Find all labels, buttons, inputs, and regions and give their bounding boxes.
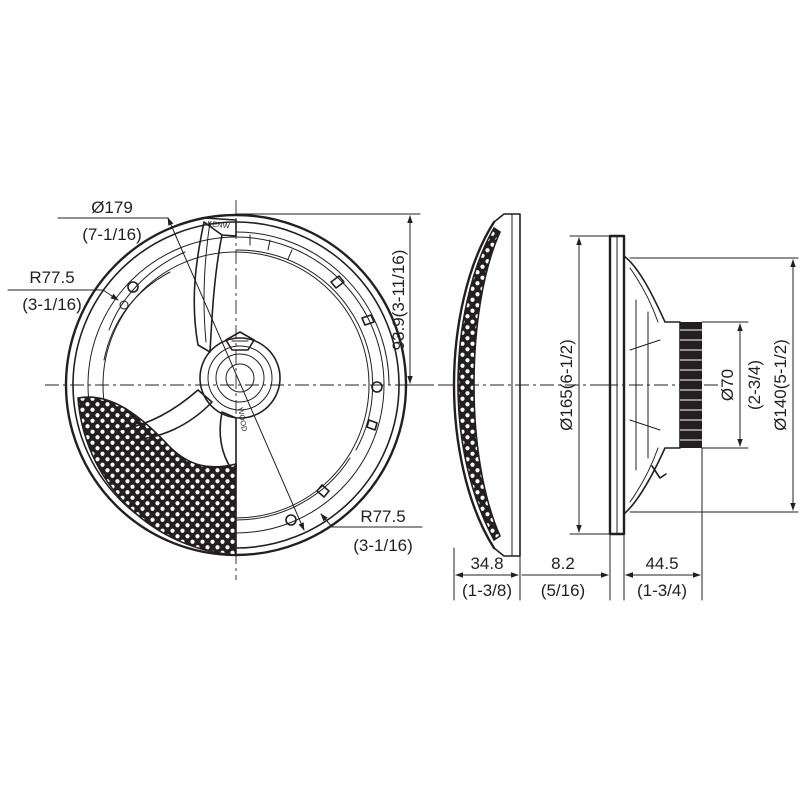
- cone-lower-right: [235, 457, 351, 521]
- basket-rib-bottom: [629, 447, 659, 503]
- dim-mm: Ø179: [91, 198, 133, 217]
- screw-hole: [285, 514, 297, 526]
- dim-inch: (3-1/16): [353, 536, 413, 555]
- leader-arrow: [320, 513, 333, 528]
- dim-label: 93.9(3-11/16): [389, 250, 408, 351]
- mount-notch: [316, 484, 330, 498]
- bridge-arm-bottom: [219, 411, 237, 471]
- tweeter-center: [225, 363, 255, 393]
- mount-notch: [366, 419, 378, 431]
- tweeter-ring: [207, 345, 273, 411]
- dim-mm: R77.5: [29, 268, 74, 287]
- grille-mesh: [457, 226, 502, 542]
- screw-hole: [127, 281, 139, 293]
- mount-notch: [330, 275, 345, 289]
- dim-inch: (1-3/4): [637, 581, 687, 600]
- dim-inch: (7-1/16): [82, 225, 142, 244]
- basket-rib-top: [629, 267, 659, 323]
- dim-mm: R77.5: [360, 507, 405, 526]
- grille-side-view: [452, 213, 521, 557]
- dimension-diameter-140: Ø140(5-1/2): [629, 257, 799, 513]
- dim-label: Ø140(5-1/2): [771, 339, 790, 431]
- dim-mm: Ø70: [718, 369, 737, 401]
- dim-mm: 44.5: [645, 554, 678, 573]
- brand-label-top: KENW: [207, 219, 231, 230]
- dimension-height-93-9: 93.9(3-11/16): [235, 213, 421, 386]
- dimension-diameter-179: Ø179 (7-1/16): [57, 198, 305, 531]
- cone-edge-right: [235, 231, 390, 386]
- dim-label: Ø165(6-1/2): [557, 339, 576, 431]
- dimension-flange-thickness: 8.2 (5/16): [521, 533, 641, 601]
- cone-inner-left: [103, 271, 171, 361]
- dimension-line: [167, 217, 305, 531]
- basket-struts: [629, 339, 661, 431]
- screw-hole: [371, 381, 383, 393]
- brand-label-side: WOOD: [236, 407, 249, 433]
- dim-inch: (2-3/4): [745, 360, 764, 410]
- dimension-radius-upper: R77.5 (3-1/16): [7, 268, 119, 314]
- dimension-magnet-70: Ø70 (2-3/4): [701, 321, 764, 449]
- dim-mm: 34.8: [470, 554, 503, 573]
- dimension-diameter-165: Ø165(6-1/2): [557, 235, 611, 535]
- dim-inch: (3-1/16): [22, 295, 82, 314]
- dimension-radius-lower: R77.5 (3-1/16): [320, 507, 423, 555]
- mount-notch: [361, 314, 375, 326]
- dim-mm: 8.2: [551, 554, 575, 573]
- dim-inch: (5/16): [541, 581, 585, 600]
- dimension-mount-depth: 44.5 (1-3/4): [625, 447, 703, 601]
- terminal: [651, 465, 667, 479]
- leader-arrow: [102, 289, 119, 301]
- dim-inch: (1-3/8): [462, 581, 512, 600]
- tweeter-dome: [215, 353, 265, 403]
- dimension-grille-depth: 34.8 (1-3/8): [453, 547, 521, 601]
- screw-hole-upper-left: [119, 300, 129, 310]
